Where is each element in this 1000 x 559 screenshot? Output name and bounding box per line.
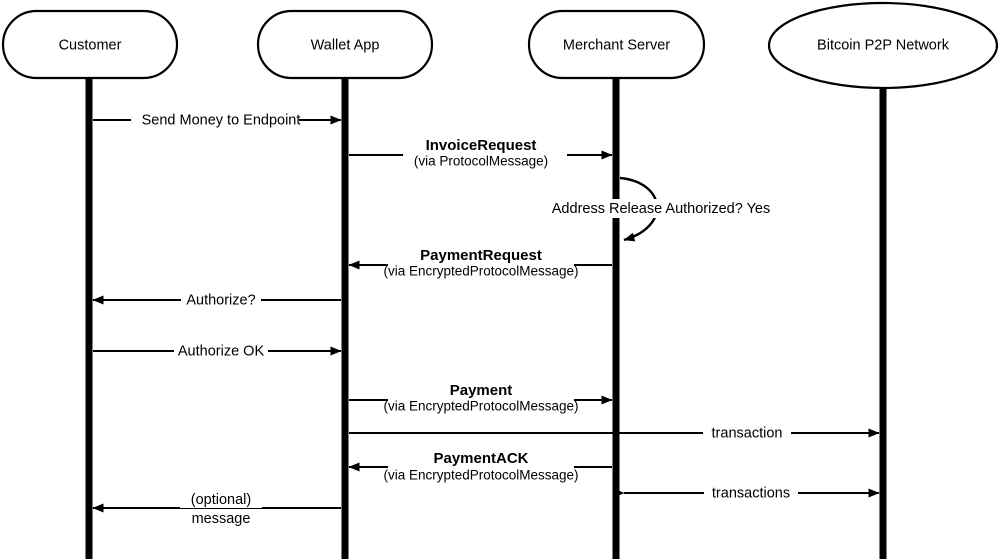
label-backdrop <box>403 137 567 171</box>
message-sublabel-payment: (via EncryptedProtocolMessage) <box>383 399 578 414</box>
label-backdrop <box>548 199 774 218</box>
message-optional-message[interactable]: (optional) message <box>92 491 341 527</box>
participant-label-merchant: Merchant Server <box>563 37 670 53</box>
message-label-payment: Payment <box>450 382 513 399</box>
lifelines <box>85 79 887 559</box>
message-sublabel-payment-ack: (via EncryptedProtocolMessage) <box>383 468 578 483</box>
message-label-send-money: Send Money to Endpoint <box>142 112 301 128</box>
message-invoice-request[interactable]: InvoiceRequest (via ProtocolMessage) <box>349 137 613 171</box>
participant-label-customer: Customer <box>59 37 122 53</box>
label-backdrop <box>181 291 261 310</box>
message-transaction[interactable]: transaction <box>349 424 880 443</box>
participant-label-bitcoin: Bitcoin P2P Network <box>817 37 950 53</box>
message-sublabel-payment-request: (via EncryptedProtocolMessage) <box>383 264 578 279</box>
message-address-release-authorized[interactable]: Address Release Authorized? Yes <box>548 176 774 242</box>
message-authorize-ok[interactable]: Authorize OK <box>93 342 342 361</box>
participant-ellipse-bitcoin[interactable] <box>767 1 999 90</box>
label-backdrop <box>180 491 262 508</box>
message-payment[interactable]: Payment (via EncryptedProtocolMessage) <box>349 382 613 416</box>
message-sublabel-invoice-request: (via ProtocolMessage) <box>414 154 548 169</box>
label-backdrop <box>131 111 299 130</box>
message-payment-ack[interactable]: PaymentACK (via EncryptedProtocolMessage… <box>348 449 612 483</box>
label-backdrop <box>174 342 268 361</box>
label-backdrop <box>704 484 798 503</box>
participant-box-wallet[interactable] <box>256 9 434 80</box>
message-label-payment-ack: PaymentACK <box>433 450 528 467</box>
message-payment-request[interactable]: PaymentRequest (via EncryptedProtocolMes… <box>348 247 612 281</box>
message-label-optional: (optional) <box>191 492 251 508</box>
message-label-invoice-request: InvoiceRequest <box>426 137 537 154</box>
label-backdrop <box>388 382 574 416</box>
message-label-authorize-ok: Authorize OK <box>178 343 265 359</box>
message-authorize-question[interactable]: Authorize? <box>92 291 341 310</box>
label-backdrop <box>703 424 791 443</box>
message-transactions[interactable]: transactions <box>613 484 880 503</box>
message-label-address-release: Address Release Authorized? Yes <box>552 201 770 217</box>
message-label-transactions: transactions <box>712 485 790 501</box>
message-label-transaction: transaction <box>712 425 783 441</box>
participant-box-customer[interactable] <box>1 9 179 80</box>
participant-box-merchant[interactable] <box>527 9 706 80</box>
label-backdrop <box>388 247 574 281</box>
message-label-payment-request: PaymentRequest <box>420 247 542 264</box>
label-backdrop <box>388 449 574 483</box>
message-send-money[interactable]: Send Money to Endpoint <box>93 111 342 130</box>
participant-heads: Customer Wallet App Merchant Server Bitc… <box>1 1 999 90</box>
participant-label-wallet: Wallet App <box>311 37 380 53</box>
message-label-authorize-question: Authorize? <box>186 292 255 308</box>
message-label-optional-sub: message <box>192 511 251 527</box>
